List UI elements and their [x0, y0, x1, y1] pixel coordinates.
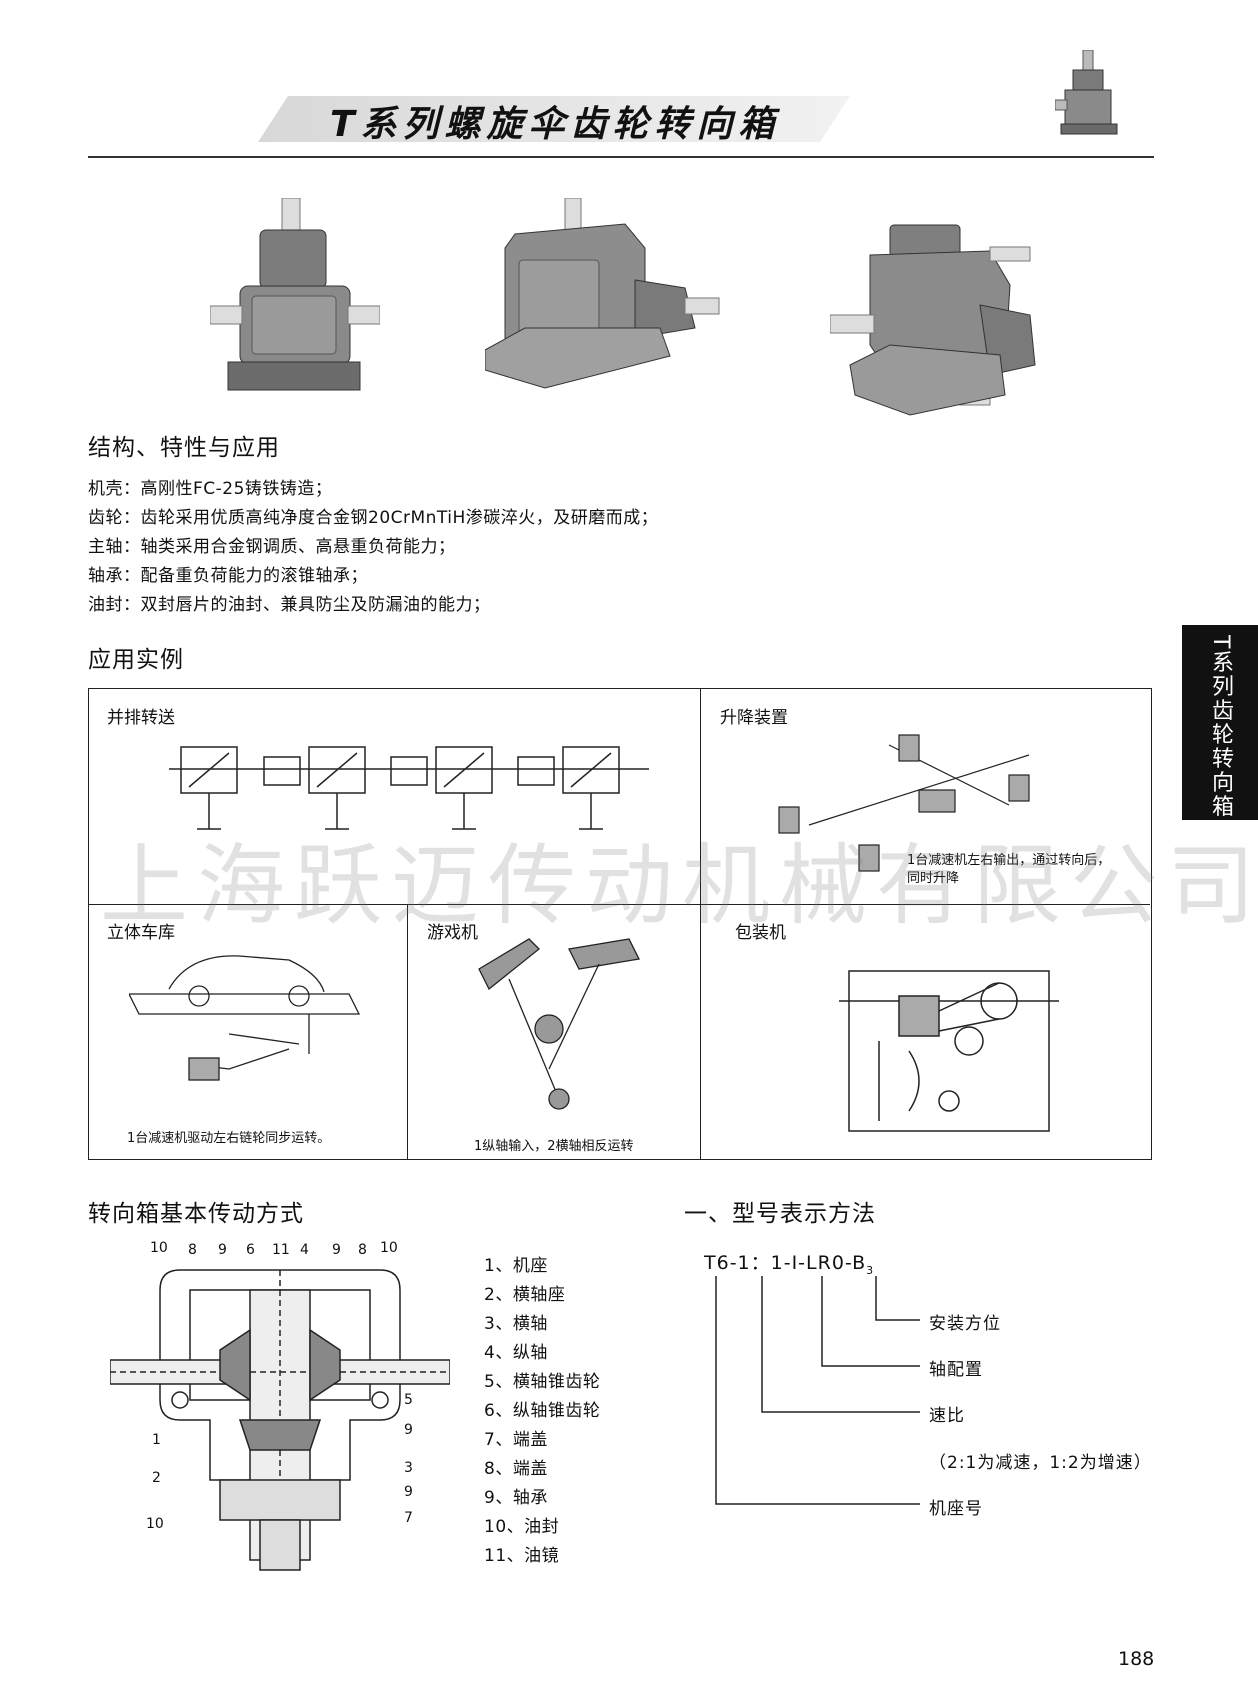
callout-left-2: 2 [152, 1470, 161, 1486]
spec-oil-seal: 油封：双封唇片的油封、兼具防尘及防漏油的能力； [88, 595, 491, 615]
part-item-8: 8、端盖 [484, 1459, 548, 1479]
model-heading: 一、型号表示方法 [684, 1201, 876, 1227]
lifting-caption-line1: 1台减速机左右输出，通过转向后， [907, 853, 1111, 868]
cell-label-packaging: 包装机 [735, 923, 786, 943]
gearbox-cross-section-diagram [110, 1269, 450, 1571]
lifting-diagram [778, 734, 1030, 872]
gearbox-photo-2 [485, 198, 720, 389]
transmission-heading: 转向箱基本传动方式 [88, 1201, 304, 1227]
packaging-machine-diagram [839, 970, 1059, 1132]
spec-shaft: 主轴：轴类采用合金钢调质、高悬重负荷能力； [88, 537, 456, 557]
model-code-subscript: 3 [866, 1263, 875, 1277]
grid-divider-h [89, 904, 1150, 905]
page-title: T系列螺旋伞齿轮转向箱 [330, 104, 781, 145]
callout-top-7: 9 [332, 1242, 341, 1258]
page-number: 188 [1118, 1648, 1155, 1670]
callout-top-9: 10 [380, 1240, 398, 1256]
callout-top-8: 8 [358, 1242, 367, 1258]
label-shaft-config: 轴配置 [929, 1360, 983, 1380]
game-caption: 1纵轴输入，2横轴相反运转 [474, 1139, 634, 1154]
cell-label-lifting: 升降装置 [720, 708, 788, 728]
spec-gear: 齿轮：齿轮采用优质高纯净度合金钢20CrMnTiH渗碳淬火，及研磨而成； [88, 508, 659, 528]
callout-right-4: 9 [404, 1484, 413, 1500]
label-mounting-position: 安装方位 [929, 1314, 1001, 1334]
part-item-9: 9、轴承 [484, 1488, 548, 1508]
callout-top-3: 9 [218, 1242, 227, 1258]
label-frame-size: 机座号 [929, 1499, 983, 1519]
part-item-11: 11、油镜 [484, 1546, 560, 1566]
side-tab: T系列齿轮转向箱 [1182, 625, 1258, 820]
callout-left-3: 10 [146, 1516, 164, 1532]
gearbox-photo-1 [210, 198, 380, 391]
model-code-main: T6-1：1-I-LR0-B [704, 1252, 867, 1274]
part-item-6: 6、纵轴锥齿轮 [484, 1401, 601, 1421]
part-item-4: 4、纵轴 [484, 1343, 548, 1363]
company-watermark: 上海跃迈传动机械有限公司 [100, 834, 1258, 937]
game-machine-diagram [478, 938, 640, 1110]
cell-label-game: 游戏机 [427, 923, 478, 943]
label-ratio-note: （2:1为减速，1:2为增速） [929, 1453, 1152, 1473]
title-banner [258, 96, 850, 142]
gearbox-photo-3 [830, 224, 1036, 416]
side-tab-label: T系列齿轮转向箱 [1208, 635, 1233, 819]
model-code-leader-lines [715, 1276, 920, 1505]
callout-right-1: 5 [404, 1392, 413, 1408]
spec-housing: 机壳：高刚性FC-25铸铁铸造； [88, 479, 333, 499]
features-heading: 结构、特性与应用 [88, 435, 280, 461]
label-ratio: 速比 [929, 1406, 965, 1426]
grid-divider-v1 [700, 689, 701, 1159]
cell-label-side-by-side: 并排转送 [107, 708, 175, 728]
callout-top-4: 6 [246, 1242, 255, 1258]
part-item-1: 1、机座 [484, 1256, 548, 1276]
part-item-3: 3、横轴 [484, 1314, 548, 1334]
lifting-caption-line2: 同时升降 [907, 871, 960, 886]
garage-caption: 1台减速机驱动左右链轮同步运转。 [127, 1131, 331, 1146]
part-item-7: 7、端盖 [484, 1430, 548, 1450]
callout-right-3: 3 [404, 1460, 413, 1476]
part-item-5: 5、横轴锥齿轮 [484, 1372, 601, 1392]
cell-label-garage: 立体车库 [107, 923, 175, 943]
part-item-10: 10、油封 [484, 1517, 560, 1537]
gearbox-thumbnail-image [1055, 50, 1118, 135]
side-by-side-diagram [169, 746, 649, 830]
header-rule [88, 156, 1154, 158]
applications-heading: 应用实例 [88, 647, 184, 673]
garage-diagram [129, 955, 361, 1081]
callout-left-1: 1 [152, 1432, 161, 1448]
spec-bearing: 轴承：配备重负荷能力的滚锥轴承； [88, 566, 368, 586]
applications-grid: 并排转送 升降装置 1台减速机左右输出，通过转向后， 同时升降 立体车库 [88, 688, 1152, 1160]
callout-top-2: 8 [188, 1242, 197, 1258]
grid-divider-v2 [407, 904, 408, 1159]
model-code: T6-1：1-I-LR0-B3 [704, 1248, 874, 1277]
callout-right-2: 9 [404, 1422, 413, 1438]
callout-top-1: 10 [150, 1240, 168, 1256]
callout-right-5: 7 [404, 1510, 413, 1526]
callout-top-6: 4 [300, 1242, 309, 1258]
callout-top-5: 11 [272, 1242, 290, 1258]
part-item-2: 2、横轴座 [484, 1285, 566, 1305]
